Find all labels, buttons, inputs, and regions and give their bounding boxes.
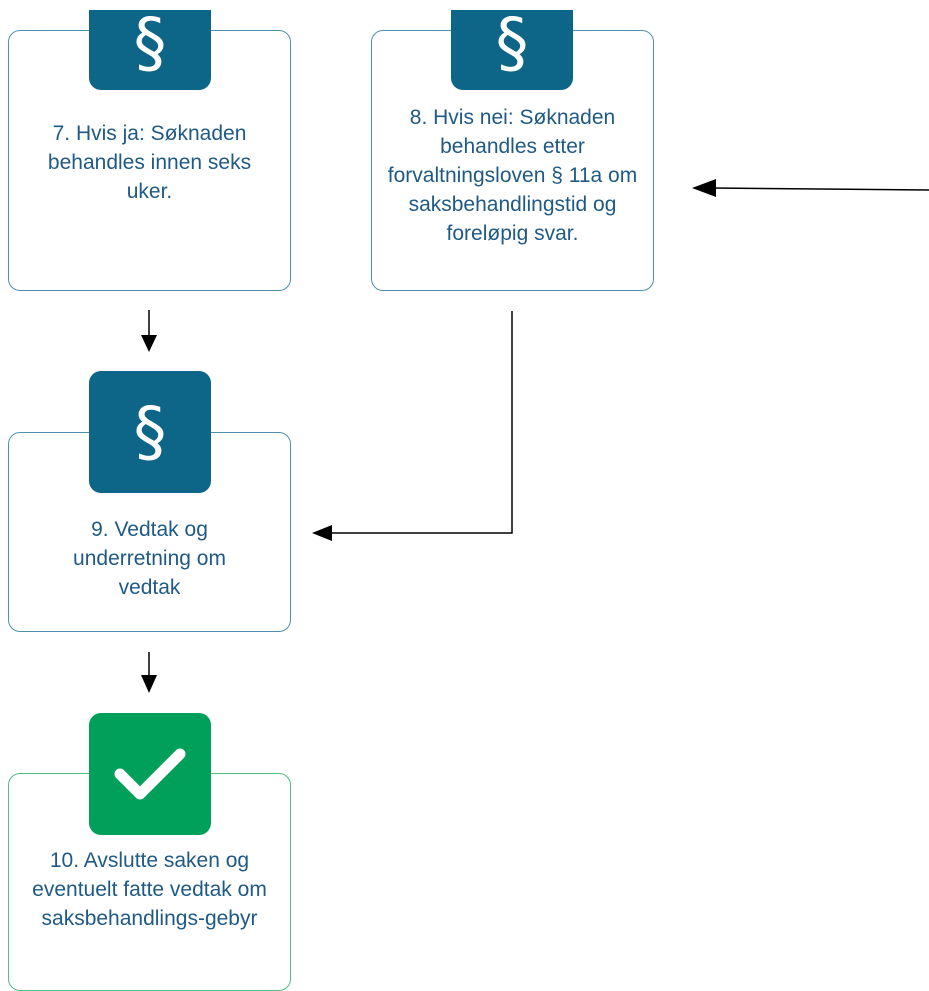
step-8-box: 8. Hvis nei: Søknaden behandles etter fo… xyxy=(371,30,654,291)
step-9-badge: § xyxy=(89,371,211,493)
arrowhead-incoming-to-step8 xyxy=(692,179,716,197)
step-7-badge: § xyxy=(89,10,211,90)
step-8-label: 8. Hvis nei: Søknaden behandles etter fo… xyxy=(387,106,638,245)
arrowhead-step8-to-step9 xyxy=(312,525,332,541)
paragraph-icon: § xyxy=(133,4,167,81)
step-8-badge: § xyxy=(451,10,573,90)
step-7-label: 7. Hvis ja: Søknaden behandles innen sek… xyxy=(47,122,252,203)
arrow-incoming-to-step8 xyxy=(711,187,929,191)
step-10-label: 10. Avslutte saken og eventuelt fatte ve… xyxy=(32,849,267,930)
arrowhead-step9-to-step10 xyxy=(141,675,157,693)
paragraph-icon: § xyxy=(495,4,529,81)
step-9-label: 9. Vedtak og underretning om vedtak xyxy=(73,518,226,599)
step-10-badge xyxy=(89,713,211,835)
arrow-step8-to-step9 xyxy=(330,311,513,534)
arrowhead-step7-to-step9 xyxy=(141,335,157,352)
step-10-box: 10. Avslutte saken og eventuelt fatte ve… xyxy=(8,773,291,991)
paragraph-icon: § xyxy=(133,393,167,470)
checkmark-icon xyxy=(114,748,186,800)
